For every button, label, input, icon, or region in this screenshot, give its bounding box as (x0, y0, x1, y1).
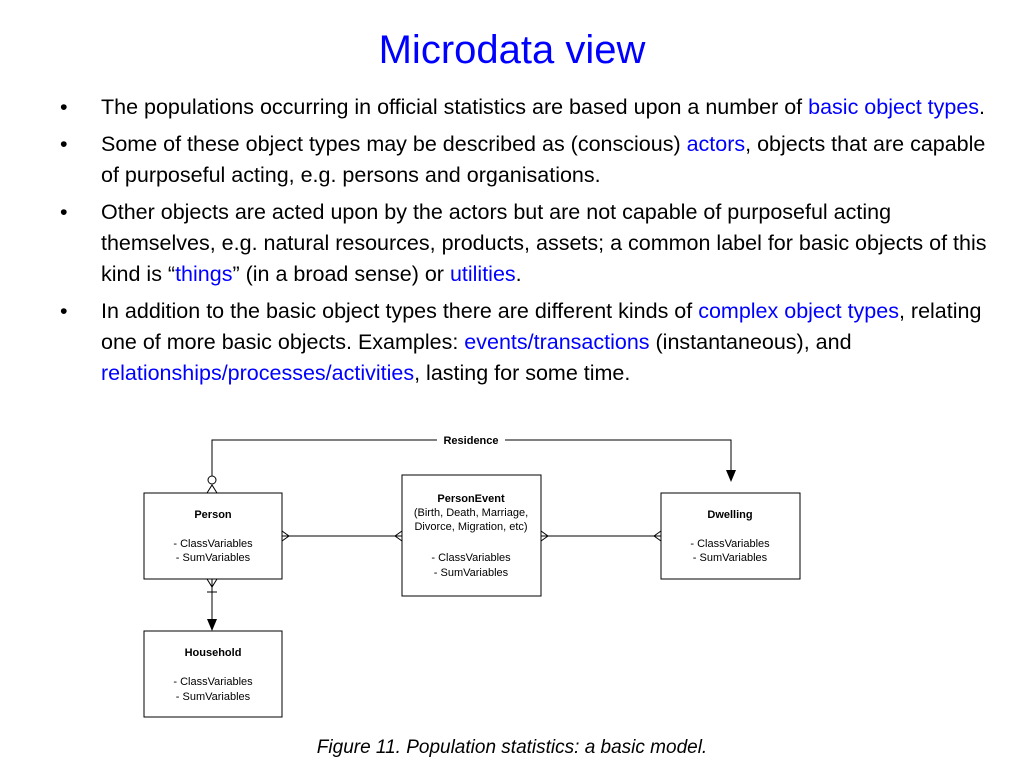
crow-foot-icon (206, 578, 218, 588)
bullet-dot: • (60, 132, 68, 156)
entity-attribute: - ClassVariables (173, 538, 253, 550)
person-event-connector (281, 530, 403, 542)
residence-relationship: Residence (206, 435, 736, 494)
highlight-term: relationships/processes/activities (101, 361, 415, 385)
highlight-term: basic object types (808, 95, 980, 119)
bullet-text: , objects that are capable of purposeful… (101, 132, 986, 187)
bullet-text: The populations occurring in official st… (101, 95, 809, 119)
bullet-text: In addition to the basic object types th… (101, 299, 699, 323)
bullet-item: • In addition to the basic object types … (60, 296, 1000, 389)
entity-dwelling: Dwelling - ClassVariables - SumVariables (660, 492, 801, 580)
bullet-item: • Some of these object types may be desc… (60, 129, 1000, 191)
optional-circle-icon (207, 475, 217, 485)
bullet-text: , lasting for some time. (414, 361, 631, 385)
bullet-dot: • (60, 299, 68, 323)
arrow-head-icon (726, 470, 736, 482)
er-diagram: Residence Person - ClassVariables - SumV… (143, 435, 801, 718)
bullet-list: • The populations occurring in official … (60, 92, 1000, 395)
highlight-term: actors (686, 132, 746, 156)
bullet-item: • The populations occurring in official … (60, 92, 1000, 123)
bullet-text: , relating one of more basic objects. Ex… (101, 299, 982, 354)
entity-title: PersonEvent (437, 493, 505, 505)
entity-attribute: - ClassVariables (690, 538, 770, 550)
entity-attribute: - SumVariables (176, 691, 251, 703)
entity-title: Dwelling (707, 509, 752, 521)
entity-attribute: - SumVariables (434, 567, 509, 579)
entity-attribute: - SumVariables (693, 552, 768, 564)
entity-description: (Birth, Death, Marriage, (414, 507, 528, 519)
bullet-text: . (515, 262, 522, 286)
slide-title: Microdata view (378, 28, 646, 72)
residence-label: Residence (443, 435, 498, 447)
figure-caption: Figure 11. Population statistics: a basi… (316, 737, 708, 758)
bullet-text: ” (in a broad sense) or (232, 262, 450, 286)
arrow-head-icon (207, 619, 217, 631)
bullet-text: Some of these object types may be descri… (101, 132, 687, 156)
entity-household: Household - ClassVariables - SumVariable… (143, 630, 283, 718)
entity-person-event: PersonEvent (Birth, Death, Marriage, Div… (401, 474, 542, 597)
entity-title: Household (185, 647, 242, 659)
crow-foot-icon (540, 530, 549, 542)
highlight-term: events/transactions (464, 330, 650, 354)
entity-person: Person - ClassVariables - SumVariables (143, 492, 283, 580)
entity-attribute: - ClassVariables (173, 676, 253, 688)
entity-attribute: - ClassVariables (431, 552, 511, 564)
residence-line (211, 439, 437, 476)
crow-foot-icon (206, 484, 218, 494)
crow-foot-icon (653, 530, 662, 542)
crow-foot-icon (281, 530, 290, 542)
bullet-text: . (979, 95, 986, 119)
entity-attribute: - SumVariables (176, 552, 251, 564)
residence-line (505, 439, 732, 480)
bullet-item: • Other objects are acted upon by the ac… (60, 197, 1000, 290)
entity-title: Person (194, 509, 232, 521)
crow-foot-icon (394, 530, 403, 542)
highlight-term: utilities (449, 262, 516, 286)
highlight-term: things (175, 262, 233, 286)
entity-description: Divorce, Migration, etc) (414, 521, 527, 533)
highlight-term: complex object types (698, 299, 899, 323)
bullet-dot: • (60, 200, 68, 224)
event-dwelling-connector (540, 530, 662, 542)
bullet-dot: • (60, 95, 68, 119)
bullet-text: (instantaneous), and (649, 330, 852, 354)
bullet-text: Other objects are acted upon by the acto… (101, 200, 987, 286)
person-household-connector (206, 578, 218, 631)
